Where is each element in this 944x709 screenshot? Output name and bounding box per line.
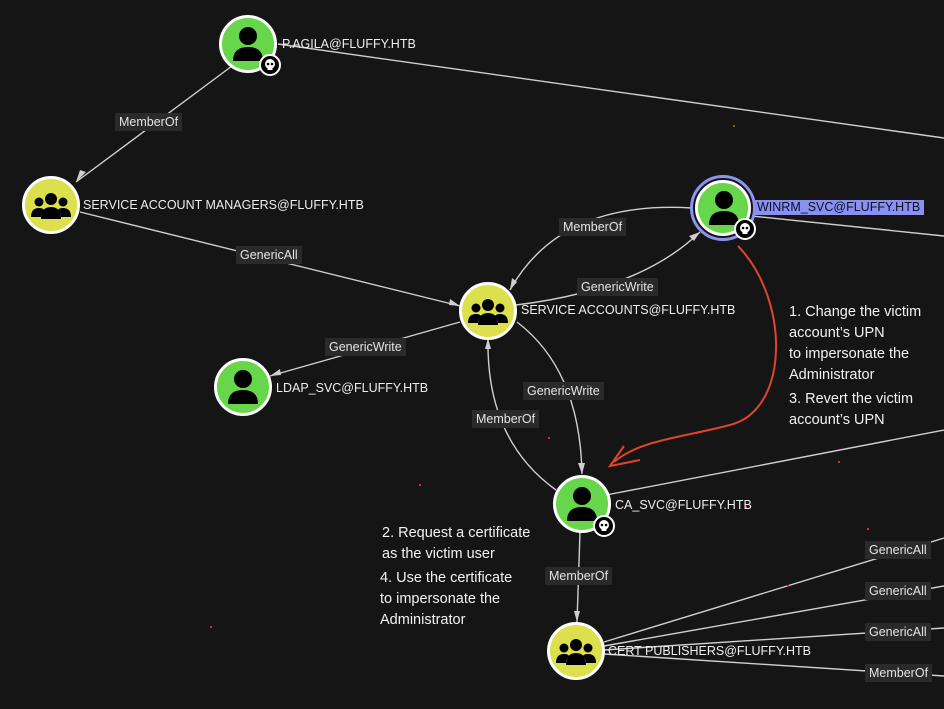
node-label: P.AGILA@FLUFFY.HTB	[282, 37, 416, 51]
edge-label-genericwrite: GenericWrite	[523, 382, 604, 400]
skull-icon	[593, 515, 615, 537]
note-line: Administrator	[789, 367, 875, 383]
node-service-account-managers[interactable]	[22, 176, 80, 234]
note-line: 2. Request a certificate	[382, 525, 531, 541]
node-label: LDAP_SVC@FLUFFY.HTB	[276, 381, 429, 395]
node-ldap-svc[interactable]	[214, 358, 272, 416]
marker-dot	[548, 437, 550, 439]
edge-arrowhead	[689, 232, 700, 241]
edge-arrowhead	[270, 369, 281, 376]
node-label: SERVICE ACCOUNTS@FLUFFY.HTB	[521, 303, 736, 317]
marker-dot	[838, 461, 840, 463]
user-icon	[567, 487, 597, 521]
marker-dot	[745, 506, 747, 508]
user-icon	[709, 191, 739, 225]
node-label-selected: WINRM_SVC@FLUFFY.HTB	[753, 200, 925, 215]
skull-icon	[734, 218, 756, 240]
note-line: account’s UPN	[789, 412, 885, 428]
note-line: 1. Change the victim	[789, 304, 922, 320]
group-icon	[468, 299, 508, 325]
edge-pagila-offscreen	[277, 43, 944, 139]
edge-ca-offscreen	[605, 429, 944, 496]
edge-arrowhead	[578, 463, 585, 474]
annotation-step-4: 4. Use the certificate to impersonate th…	[380, 568, 512, 631]
note-line: 3. Revert the victim	[789, 391, 914, 407]
edge-label-genericall: GenericAll	[865, 582, 931, 600]
marker-dot	[867, 528, 869, 530]
node-p-agila[interactable]	[219, 15, 277, 73]
edge-label-memberof: MemberOf	[865, 664, 933, 682]
annotation-step-2: 2. Request a certificate as the victim u…	[382, 523, 530, 565]
node-label: CERT PUBLISHERS@FLUFFY.HTB	[608, 644, 812, 658]
edge-arrowhead	[574, 611, 580, 622]
annotation-step-1: 1. Change the victim account’s UPN to im…	[789, 302, 921, 386]
user-icon	[233, 27, 263, 61]
note-line: to impersonate the	[380, 591, 501, 607]
marker-dot	[210, 626, 212, 628]
annotation-arrow	[613, 245, 777, 463]
note-line: as the victim user	[382, 546, 495, 562]
edge-label-memberof: MemberOf	[472, 410, 540, 428]
edge-label-genericall: GenericAll	[865, 541, 931, 559]
edge-arrowhead	[485, 338, 491, 349]
edge-label-genericwrite: GenericWrite	[325, 338, 406, 356]
annotation-arrowhead	[607, 445, 641, 468]
note-line: account’s UPN	[789, 325, 885, 341]
marker-dot	[733, 125, 735, 127]
edge-label-genericall: GenericAll	[865, 623, 931, 641]
note-line: 4. Use the certificate	[380, 570, 513, 586]
edge-arrowhead	[76, 170, 86, 182]
annotation-step-3: 3. Revert the victim account’s UPN	[789, 389, 913, 431]
note-line: to impersonate the	[789, 346, 910, 362]
edge-label-genericall: GenericAll	[236, 246, 302, 264]
user-icon	[228, 370, 258, 404]
node-cert-publishers[interactable]	[547, 622, 605, 680]
group-icon	[556, 639, 596, 665]
node-label: CA_SVC@FLUFFY.HTB	[615, 498, 752, 512]
note-line: Administrator	[380, 612, 466, 628]
skull-icon	[259, 54, 281, 76]
marker-dot	[419, 484, 421, 486]
marker-dot	[787, 585, 789, 587]
node-winrm-svc[interactable]	[695, 180, 751, 236]
edge-label-memberof: MemberOf	[559, 218, 627, 236]
edge-label-genericwrite: GenericWrite	[577, 278, 658, 296]
edge-arrowhead	[449, 299, 460, 306]
node-label: SERVICE ACCOUNT MANAGERS@FLUFFY.HTB	[83, 198, 364, 212]
group-icon	[31, 193, 71, 219]
edge-label-memberof: MemberOf	[115, 113, 183, 131]
edge-label-memberof: MemberOf	[545, 567, 613, 585]
node-service-accounts[interactable]	[459, 282, 517, 340]
edge-arrowhead	[510, 278, 517, 290]
edge-winrm-offscreen	[751, 215, 944, 237]
